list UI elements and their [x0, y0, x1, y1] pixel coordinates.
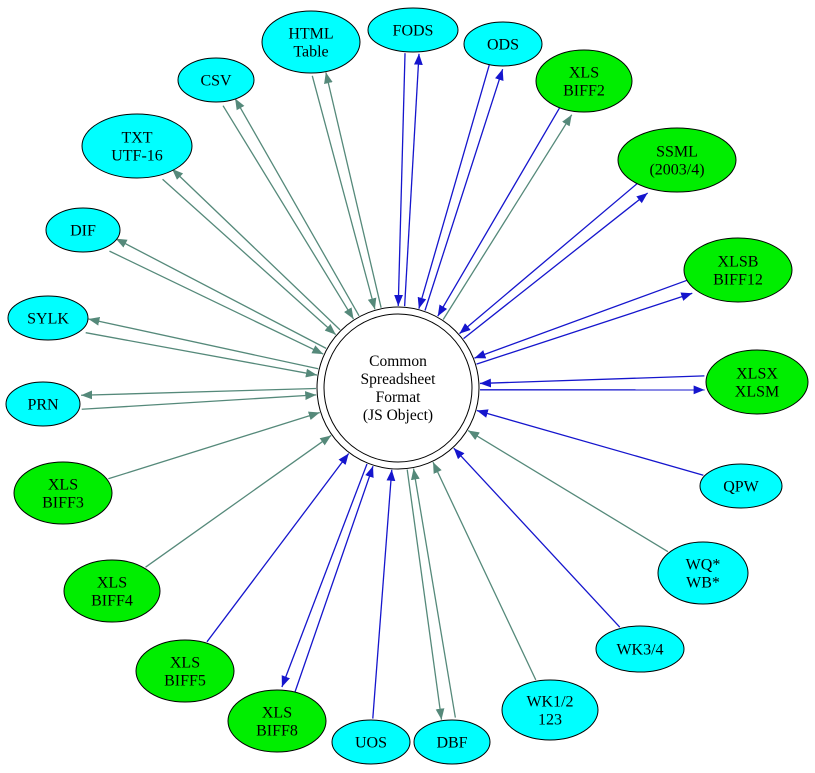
edge-csv-write	[234, 98, 360, 317]
format-node-label: DBF	[436, 735, 467, 752]
edge-ssml-2003-4-write	[463, 192, 649, 340]
format-node-csv: CSV	[177, 57, 255, 103]
edge-dbf-read	[411, 468, 456, 718]
edge-xls-biff8-write	[281, 463, 368, 688]
edge-xls-biff4-read	[145, 434, 332, 568]
edge-xlsx-xlsm-read	[479, 375, 705, 388]
format-node-wk3-4: WK3/4	[595, 625, 685, 673]
edge-fods-write	[403, 53, 423, 307]
edge-xlsb-biff12-read	[474, 279, 688, 359]
edge-uos-read	[372, 469, 396, 719]
edge-prn-write	[81, 387, 316, 400]
edge-html-table-write	[324, 72, 382, 308]
format-node-label: PRN	[27, 397, 59, 414]
edge-prn-read	[81, 391, 317, 410]
edge-xls-biff2-write	[442, 114, 573, 320]
edge-qpw-read	[476, 409, 704, 476]
edge-dif-write	[115, 238, 327, 349]
format-node-dif: DIF	[45, 207, 121, 253]
edge-xls-biff5-read	[206, 453, 350, 643]
edge-xls-biff8-read	[294, 465, 374, 692]
format-node-label: SYLK	[27, 311, 69, 328]
format-node-dbf: DBF	[413, 719, 491, 765]
format-node-label: WQ*WB*	[686, 557, 721, 592]
edge-html-table-read	[311, 75, 377, 310]
edge-ods-read	[417, 64, 490, 309]
format-node-ods: ODS	[463, 21, 543, 67]
format-node-prn: PRN	[5, 381, 81, 427]
edge-txt-utf16-read	[162, 178, 337, 336]
format-node-label: UOS	[355, 735, 387, 752]
edge-fods-read	[394, 53, 406, 306]
edge-wk1-2-123-read	[432, 461, 537, 681]
edge-sylk-write	[88, 316, 319, 370]
format-node-label: ODS	[487, 37, 519, 54]
format-node-qpw: QPW	[699, 463, 783, 509]
edge-ods-write	[424, 68, 504, 311]
edge-xlsb-biff12-write	[476, 292, 693, 365]
format-node-label: FODS	[393, 23, 434, 40]
format-node-label: QPW	[723, 479, 759, 496]
format-node-label: DIF	[70, 223, 96, 240]
format-node-ssml-2003-4: SSML(2003/4)	[617, 127, 737, 193]
edge-xls-biff2-read	[437, 107, 561, 317]
edge-sylk-read	[85, 332, 318, 378]
edge-wk3-4-read	[453, 447, 621, 628]
edge-xls-biff3-read	[108, 411, 320, 480]
edge-dif-read	[109, 250, 324, 355]
edge-csv-read	[222, 105, 355, 320]
format-node-wq-wb: WQ*WB*	[657, 541, 749, 605]
edge-ssml-2003-4-read	[459, 181, 640, 335]
format-node-label: SSML(2003/4)	[649, 144, 704, 179]
format-node-fods: FODS	[367, 7, 459, 53]
format-node-sylk: SYLK	[7, 295, 89, 341]
format-node-label: WK3/4	[616, 642, 663, 659]
edge-txt-utf16-write	[171, 168, 341, 331]
edge-wq-wb-read	[467, 429, 669, 553]
format-node-uos: UOS	[331, 719, 411, 765]
edge-dbf-write	[406, 469, 445, 720]
format-node-label: CSV	[200, 73, 232, 90]
